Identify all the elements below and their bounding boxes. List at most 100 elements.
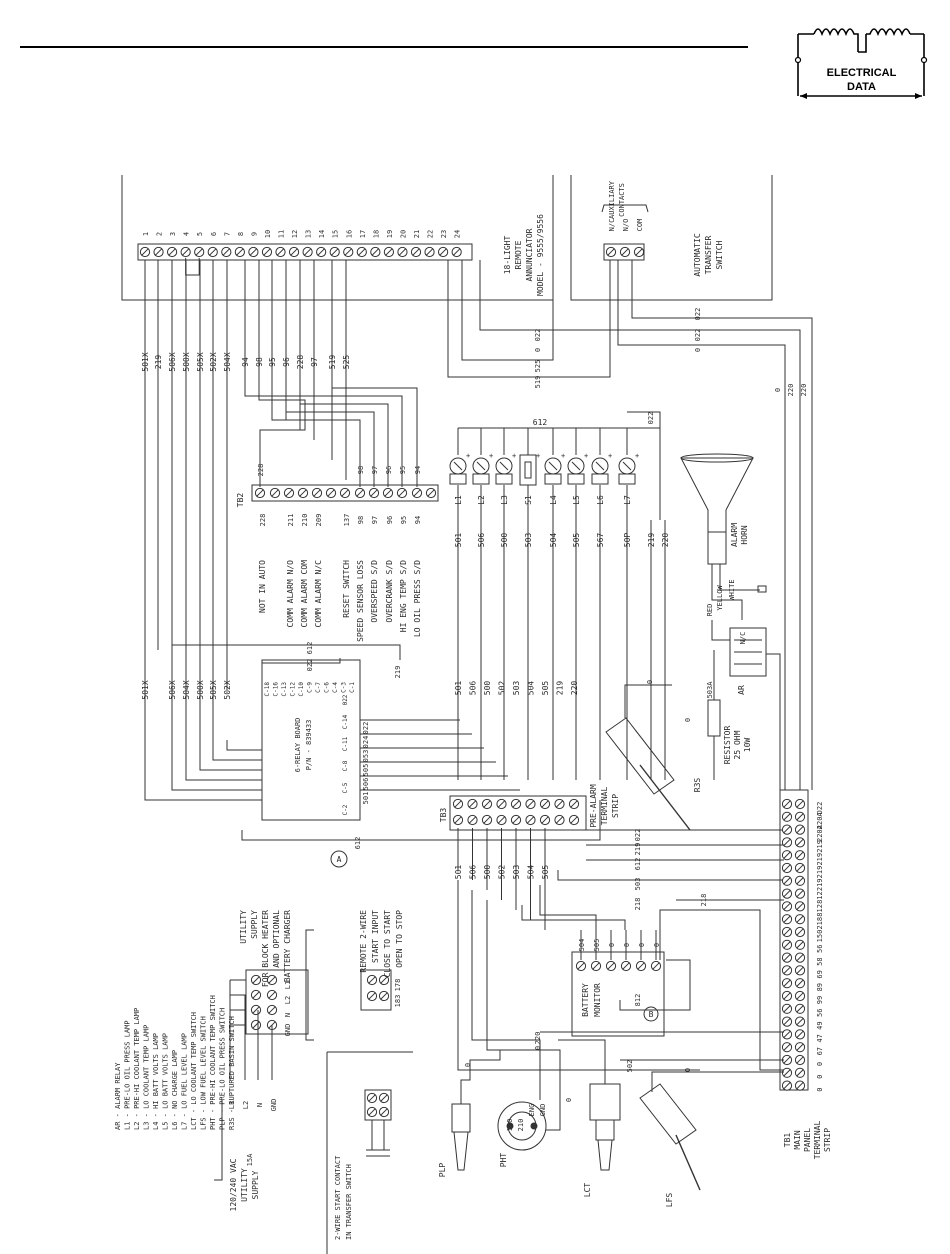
annunciator-terminal-4	[180, 246, 191, 258]
screw-slot	[380, 1108, 388, 1116]
screw-slot	[796, 1018, 804, 1026]
lamp-filament	[499, 461, 509, 471]
screw-slot	[783, 928, 791, 936]
annunciator-terminal-21	[410, 246, 422, 258]
pht-terminal-label: 190	[506, 1119, 514, 1132]
tb3-upper-terminal	[568, 798, 580, 810]
tb1-terminal-14-b	[794, 978, 806, 989]
wire-label: 022	[694, 329, 702, 342]
utility-terminal-l1	[250, 974, 262, 986]
relay-board-pin: C-16	[273, 682, 280, 697]
tb2-terminal-number: 209	[315, 514, 323, 527]
screw-slot	[796, 826, 804, 834]
tb1-terminal-label: 812	[816, 904, 824, 917]
harness-wire-label: 504X	[223, 352, 232, 371]
screw-slot	[290, 248, 298, 256]
remote-start-terminal-178-b	[378, 974, 390, 986]
tb3-upper-terminal	[496, 798, 507, 810]
tb3-upper-wire-label: 504	[527, 681, 536, 696]
tb3-lower-wire-label: 500	[483, 865, 492, 880]
screw-slot	[154, 248, 163, 256]
supply-terminal-label: N	[256, 1103, 264, 1107]
annunciator-terminal-24	[451, 246, 462, 258]
legend-entry: LFS - LOW FUEL LEVEL SWITCH	[200, 1016, 208, 1130]
annunciator-title-line: MODEL - 9555/9556	[536, 214, 545, 296]
pht-body	[497, 1101, 547, 1151]
relay-out-wire-label: 024	[362, 736, 370, 749]
screw-slot	[483, 816, 491, 824]
lamp-polarity: +	[489, 452, 493, 460]
utility-title-line: UTILITY	[239, 910, 248, 944]
harness-wire-label: 219	[154, 355, 163, 370]
tb3-lower-terminal	[452, 814, 464, 826]
tb3-cross-label: 503	[634, 878, 642, 891]
tb1-terminal-22	[781, 1080, 793, 1091]
relay-in-wire-label: 506X	[168, 680, 177, 699]
screw-slot	[555, 816, 564, 824]
tb2-terminal	[283, 487, 295, 499]
tb2-terminal	[411, 487, 423, 499]
legend-entry: R3S - RUPTURED BASIN SWITCH	[228, 1016, 236, 1130]
lamp-filament	[453, 461, 463, 471]
screw-slot	[783, 890, 791, 898]
wire-022-b	[631, 260, 813, 790]
screw-slot	[252, 991, 260, 999]
tb3-upper-terminal	[539, 798, 551, 810]
tb1-terminal-12-b	[794, 952, 806, 963]
harness-wire-label: 500X	[182, 352, 191, 371]
battery-812	[619, 959, 691, 1011]
screw-slot	[195, 248, 203, 256]
tb1-terminal-2	[781, 824, 793, 835]
annunciator-terminal-22	[424, 246, 435, 258]
utility-terminal-l2-b	[266, 989, 278, 1001]
r3s-probe	[639, 764, 691, 831]
lamp-base-L3	[495, 473, 513, 485]
tb1-terminal-label: 0	[816, 1087, 824, 1091]
utility-terminal-label: L2	[284, 996, 292, 1004]
lamp-polarity: +	[584, 452, 588, 460]
tb2-terminal-function: HI ENG TEMP S/D	[399, 560, 408, 632]
annunciator-terminal-number: 23	[440, 230, 448, 238]
supply-terminal-label: GND	[270, 1099, 278, 1112]
screw-slot	[380, 1094, 388, 1102]
battery-monitor-terminal	[605, 960, 617, 972]
tb2-terminal	[297, 487, 309, 499]
lamp-wire-label: 500	[500, 533, 509, 548]
remote-start-terminal-label: 183	[394, 995, 402, 1008]
screw-slot	[796, 941, 804, 949]
tb1-terminal-10-b	[794, 926, 806, 938]
badge-title: ELECTRICAL DATA	[814, 66, 909, 94]
tb2-wire-label: 94	[414, 466, 422, 474]
tb2-wire-label: 96	[385, 466, 393, 474]
remote-start-title: OPEN TO STOP	[395, 910, 404, 968]
relay-harness-label: 612	[306, 642, 314, 655]
tb2-terminal-function: LO OIL PRESS S/D	[413, 560, 422, 637]
tb2-terminal-number: 137	[343, 514, 351, 527]
lamp-polarity: +	[512, 452, 516, 460]
tb3-upper-wire-label: 503	[512, 681, 521, 696]
relay-board-title-line: 6-RELAY BOARD	[294, 718, 302, 773]
annunciator-terminal-number: 15	[332, 230, 340, 238]
transfer-contact-terminal	[378, 1106, 390, 1118]
screw-slot	[380, 992, 388, 1000]
annunciator-terminal-1	[139, 246, 151, 258]
screw-slot	[783, 915, 791, 923]
tb1-terminal-15-b	[794, 990, 806, 1002]
relay-in-wire-label: 500X	[196, 680, 205, 699]
screw-slot	[796, 928, 804, 936]
relay-board-pin: C-9	[307, 682, 314, 693]
relay-board-pin: C-3	[341, 682, 348, 693]
lamp-base-L1	[449, 473, 467, 485]
screw-slot	[783, 838, 791, 846]
screw-slot	[512, 800, 520, 808]
remote-start-terminal-183-b	[378, 990, 390, 1002]
tb1-terminal-3	[781, 837, 793, 848]
lamp-wire-label: 50P	[623, 533, 632, 548]
legend-entry: L1 - PRE-LO OIL PRESS LAMP	[124, 1020, 132, 1130]
relay-in-wire-label: 501X	[141, 680, 150, 699]
screw-slot	[468, 800, 477, 808]
utility-title-line: FOR BLOCK HEATER	[261, 910, 270, 987]
relay-bottom-612	[241, 800, 601, 841]
r3s-body	[605, 717, 675, 795]
